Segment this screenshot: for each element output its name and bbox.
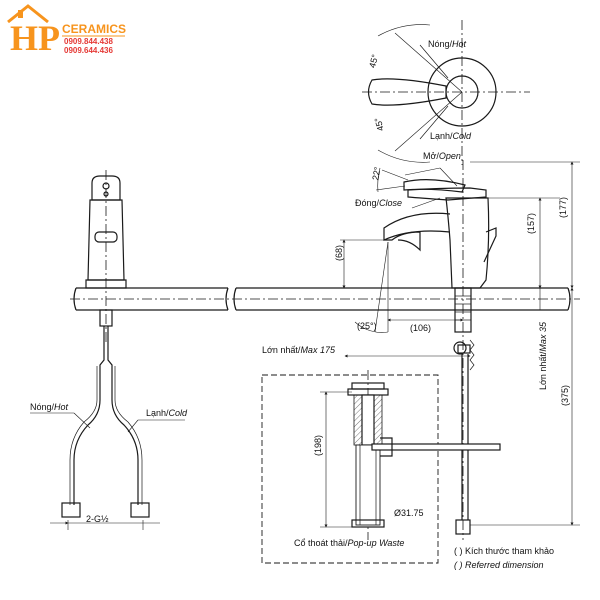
logo-letters: HP: [10, 18, 60, 58]
front-cold-en-label: Cold: [169, 408, 189, 418]
logo-brand: CERAMICS: [62, 22, 126, 36]
svg-text:Lớn nhất/Max 35: Lớn nhất/Max 35: [538, 321, 548, 390]
logo-phone-2: 0909.644.436: [64, 46, 113, 55]
front-hot-label: Nóng/: [30, 402, 55, 412]
legend: ( ) Kích thước tham khảo ( ) Referred di…: [454, 546, 554, 570]
brand-logo: HP CERAMICS 0909.844.438 0909.644.436: [7, 4, 126, 58]
front-view: 2-G½ Nóng/Hot Lạnh/Cold: [30, 170, 188, 530]
svg-text:Cổ thoát thải/Pop-up Waste: Cổ thoát thải/Pop-up Waste: [294, 538, 404, 548]
dim-157-label: (157): [526, 213, 536, 234]
close-label: Đóng/: [355, 198, 380, 208]
side-view: 22° Mở/Open Đóng/Close (25°) (68) (106) …: [262, 151, 580, 540]
spout-angle-label: (25°): [357, 321, 377, 331]
thread-label: 2-G½: [86, 514, 109, 524]
waste-en-label: Pop-up Waste: [348, 538, 405, 548]
svg-text:Nóng/Hot: Nóng/Hot: [30, 402, 69, 412]
waste-label: Cổ thoát thải/: [294, 538, 348, 548]
svg-text:Lớn nhất/Max 175: Lớn nhất/Max 175: [262, 345, 336, 355]
svg-text:Lạnh/Cold: Lạnh/Cold: [430, 131, 472, 141]
svg-text:Đóng/Close: Đóng/Close: [355, 198, 402, 208]
open-en-label: Open: [439, 151, 461, 161]
popup-waste: (198) Ø31.75 Cổ thoát thải/Pop-up Waste: [261, 370, 501, 564]
top-hot-en-label: Hot: [452, 39, 467, 49]
svg-text:Lạnh/Cold: Lạnh/Cold: [146, 408, 188, 418]
reach-label: (106): [410, 323, 431, 333]
top-hot-label: Nóng/: [428, 39, 453, 49]
angle-top-label: 45°: [367, 53, 380, 69]
svg-text:Mở/Open: Mở/Open: [423, 151, 461, 161]
svg-text:Nóng/Hot: Nóng/Hot: [428, 39, 467, 49]
spout-height-label: (68): [334, 245, 344, 261]
dim-198-label: (198): [313, 435, 323, 456]
close-en-label: Close: [379, 198, 402, 208]
front-cold-label: Lạnh/: [146, 408, 169, 418]
max35-label: Lớn nhất/: [538, 351, 548, 390]
dim-177-label: (177): [558, 197, 568, 218]
top-view: 45° 45° Nóng/Hot Lạnh/Cold: [362, 20, 530, 165]
legend-line-2: ( ) Referred dimension: [454, 560, 544, 570]
lever-angle-label: 22°: [370, 166, 382, 182]
open-label: Mở/: [423, 151, 439, 161]
roof-icon: [7, 4, 49, 24]
legend-line-1: ( ) Kích thước tham khảo: [454, 546, 554, 556]
top-cold-en-label: Cold: [453, 131, 473, 141]
dim-375-label: (375): [560, 385, 570, 406]
max175-en-label: Max 175: [300, 345, 336, 355]
diameter-label: Ø31.75: [394, 508, 424, 518]
logo-phone-1: 0909.844.438: [64, 37, 113, 46]
max175-label: Lớn nhất/: [262, 345, 301, 355]
waste-box: [261, 374, 439, 564]
max35-en-label: Max 35: [538, 321, 548, 352]
angle-bottom-label: 45°: [373, 116, 386, 132]
countertop: [70, 287, 580, 311]
top-cold-label: Lạnh/: [430, 131, 453, 141]
front-hot-en-label: Hot: [54, 402, 69, 412]
